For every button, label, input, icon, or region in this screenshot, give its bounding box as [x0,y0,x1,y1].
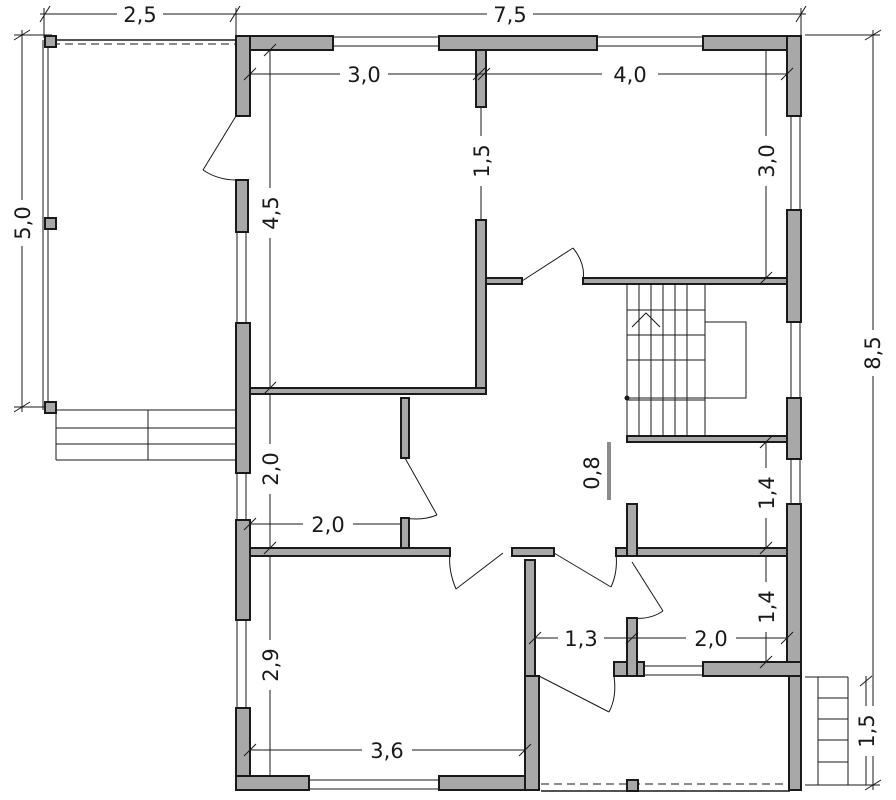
dim-label-right-low-height: 1,4 [755,590,779,623]
dim-label-bottom-right-width: 2,0 [694,627,727,651]
interior-dimensions [243,43,873,785]
porch [541,676,849,792]
walls [235,35,802,791]
left-terrace [42,35,236,461]
dimension-labels: 2,5 7,5 5,0 8,5 3,0 4,0 4,5 1,5 3,0 2,0 … [10,2,885,763]
dim-label-hall-gap: 0,8 [580,456,604,489]
dim-label-bath-width: 1,3 [564,627,597,651]
dim-label-top-left-width: 2,5 [123,3,156,27]
dim-label-middle-left-width: 2,0 [311,513,344,537]
dim-label-room-a-width: 3,0 [347,63,380,87]
dim-label-room-b-width: 4,0 [613,63,646,87]
dim-label-right-mid-height: 1,4 [755,476,779,509]
dim-label-middle-left-height: 2,0 [259,452,283,485]
dim-label-room-a-height: 4,5 [259,196,283,229]
dim-label-partition-gap: 1,5 [470,144,494,177]
dim-label-porch-height: 1,5 [855,714,879,747]
dim-label-left-height: 5,0 [11,206,35,239]
stairs [624,284,747,436]
stair-start-dot [624,395,630,401]
overall-dimensions [13,5,882,791]
dim-label-bottom-left-height: 2,9 [259,648,283,681]
dim-label-room-b-height: 3,0 [755,144,779,177]
dim-label-top-total-width: 7,5 [493,3,526,27]
dim-label-bottom-left-width: 3,6 [370,739,403,763]
doors [202,115,664,713]
dim-label-right-total-height: 8,5 [861,336,885,369]
